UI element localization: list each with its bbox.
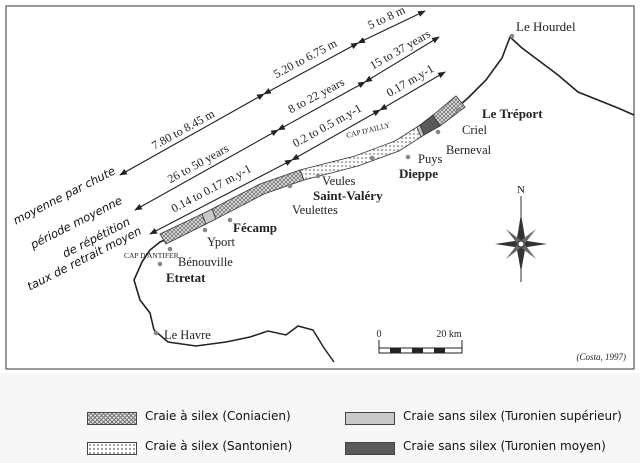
place-veules: Veules xyxy=(322,174,355,188)
place-le-havre: Le Havre xyxy=(164,328,211,342)
map-frame xyxy=(5,5,635,370)
place-saint-valery: Saint-Valéry xyxy=(313,188,383,203)
place-le-hourdel: Le Hourdel xyxy=(516,19,576,34)
place-criel: Criel xyxy=(462,123,488,137)
band-coniacien-west xyxy=(159,213,207,245)
legend-label-turonien-superieur: Craie sans silex (Turonien supérieur) xyxy=(403,409,622,423)
place-dieppe: Dieppe xyxy=(399,166,438,181)
legend-swatch-santonien xyxy=(87,442,137,455)
place-berneval: Berneval xyxy=(446,143,492,157)
scale-max-label: 20 km xyxy=(436,329,462,340)
map-canvas: 7.80 to 8.45 m 5.20 to 6.75 m 5 to 8 m 2… xyxy=(5,2,635,370)
band-coniacien-east xyxy=(432,95,466,127)
place-yport: Yport xyxy=(207,235,236,249)
place-benouville: Bénouville xyxy=(178,255,233,269)
compass-rose xyxy=(495,196,547,282)
place-veulettes: Veulettes xyxy=(292,203,338,217)
retrait-east-label: 0.17 m.y-1 xyxy=(384,61,436,99)
periode-mid-label: 8 to 22 years xyxy=(286,75,347,116)
row-label-chute: moyenne par chute xyxy=(11,164,118,228)
place-fecamp: Fécamp xyxy=(233,220,277,235)
place-cap-ailly: CAP D'AILLY xyxy=(345,120,391,140)
legend-swatch-turonien-moyen xyxy=(345,442,395,455)
chute-west-label: 7.80 to 8.45 m xyxy=(149,106,217,152)
legend-label-santonien: Craie à silex (Santonien) xyxy=(145,439,293,453)
place-le-treport: Le Tréport xyxy=(482,106,543,121)
scale-zero-label: 0 xyxy=(377,329,382,340)
scale-bar xyxy=(378,340,463,354)
place-cap-antifer: CAP D'ANTIFER xyxy=(124,251,179,260)
legend-label-coniacien: Craie à silex (Coniacien) xyxy=(145,409,291,423)
chute-east-label: 5 to 8 m xyxy=(365,2,407,32)
legend-label-turonien-moyen: Craie sans silex (Turonien moyen) xyxy=(403,439,606,453)
compass-north-label: N xyxy=(517,184,525,196)
place-etretat: Etretat xyxy=(166,270,206,285)
source-credit: (Costa, 1997) xyxy=(577,352,627,362)
place-puys: Puys xyxy=(418,152,442,166)
legend-swatch-turonien-superieur xyxy=(345,412,395,425)
coastline-le-havre xyxy=(153,325,335,363)
legend: Craie à silex (Coniacien) Craie sans sil… xyxy=(0,373,640,463)
legend-swatch-coniacien xyxy=(87,412,137,425)
measure-arrows xyxy=(119,10,446,235)
